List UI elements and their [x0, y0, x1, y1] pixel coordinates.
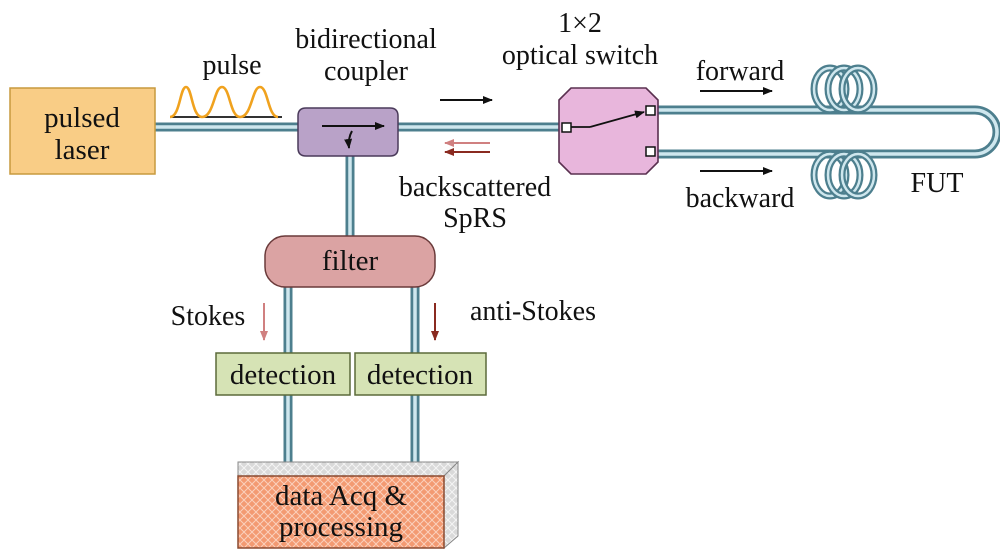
data-acq-label-line2: processing — [279, 511, 403, 543]
switch-label-line1: 1×2 — [558, 8, 602, 39]
pulse-waveform — [169, 85, 282, 119]
fiber-coil-forward — [810, 64, 878, 114]
pulsed-laser-label-line1: pulsed — [44, 102, 120, 134]
stokes-label: Stokes — [171, 301, 246, 332]
forward-label: forward — [696, 56, 785, 87]
fiber-network — [155, 105, 1000, 462]
detection-anti-stokes-label: detection — [367, 359, 474, 391]
pulse-label: pulse — [202, 50, 261, 81]
fiber-coil-backward — [810, 150, 878, 200]
backscattered-label-line2: SpRS — [443, 203, 507, 234]
backscattered-label-line1: backscattered — [399, 172, 551, 203]
optical-switch — [558, 87, 659, 175]
switch-label-line2: optical switch — [502, 40, 658, 71]
data-acquisition-box: data Acq & processing — [237, 460, 460, 550]
pulsed-laser-box: pulsed laser — [9, 87, 156, 175]
detection-box-anti-stokes: detection — [354, 352, 487, 396]
bidirectional-coupler — [297, 107, 399, 157]
coupler-drop-arrow — [344, 130, 353, 149]
pulsed-laser-label-line2: laser — [55, 134, 110, 166]
backward-label: backward — [686, 183, 795, 214]
coupler-label-line1: bidirectional — [295, 24, 437, 55]
switch-input-port — [561, 122, 572, 133]
detection-box-stokes: detection — [215, 352, 351, 396]
switch-output-port-forward — [645, 105, 656, 116]
fut-label: FUT — [911, 168, 964, 199]
anti-stokes-label: anti-Stokes — [470, 296, 596, 327]
detection-stokes-label: detection — [230, 359, 337, 391]
switch-output-port-backward — [645, 146, 656, 157]
filter-label: filter — [322, 245, 379, 277]
coupler-label-line2: coupler — [324, 56, 409, 87]
data-acq-label-line1: data Acq & — [275, 480, 408, 512]
switch-lever — [589, 110, 645, 128]
filter-box: filter — [264, 235, 436, 288]
